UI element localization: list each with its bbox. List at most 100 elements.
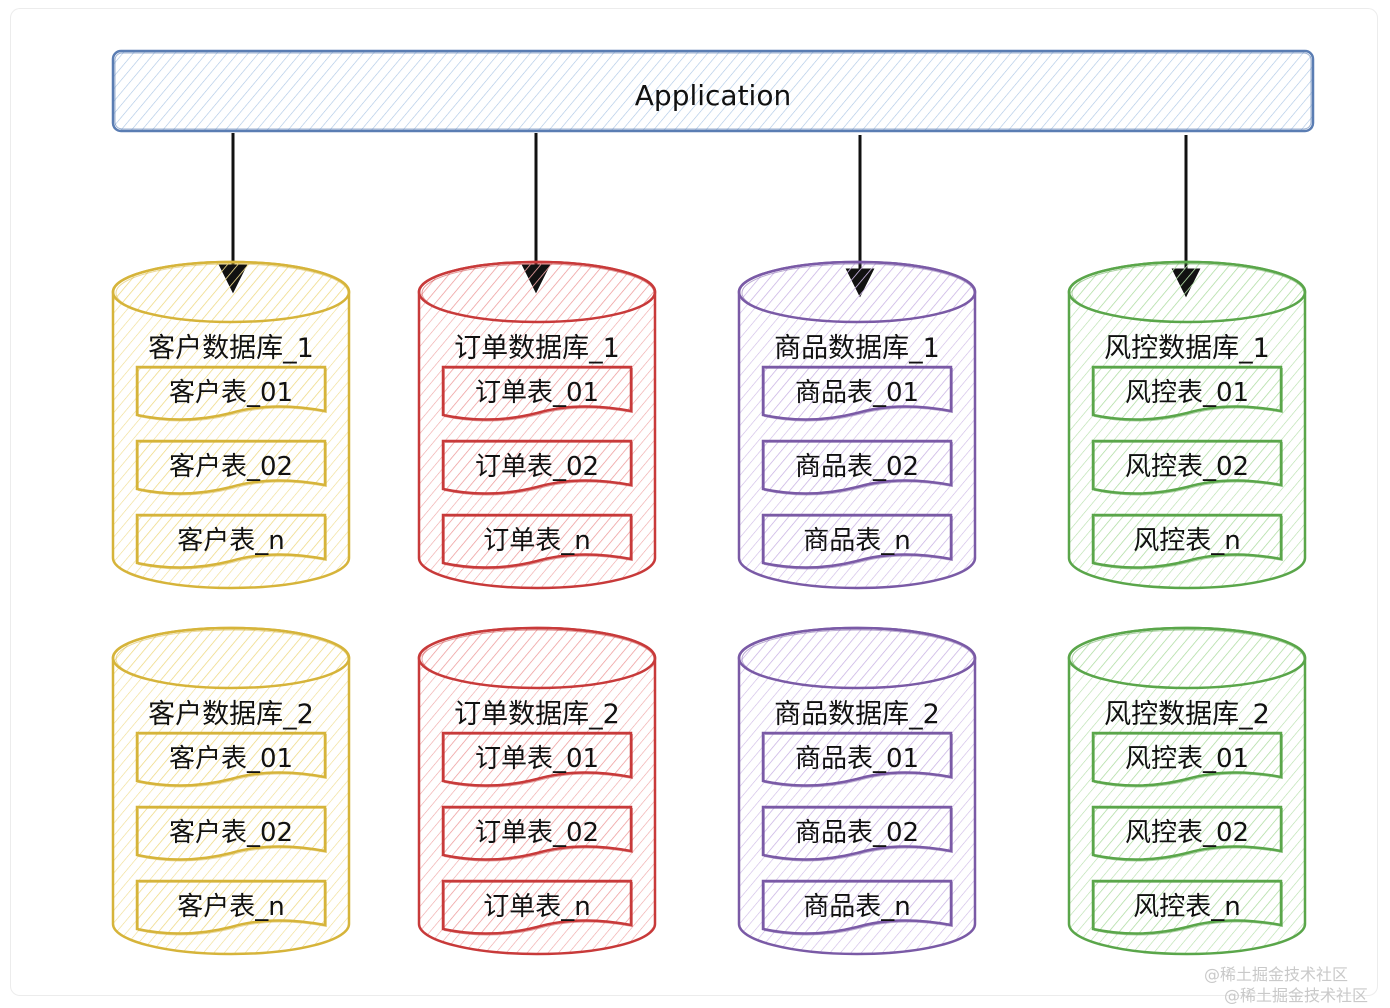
- cylinder-top-sketch: [115, 629, 349, 689]
- table-card: 商品表_02: [761, 439, 953, 496]
- table-shape-sketch: [138, 734, 327, 788]
- table-card: 订单表_01: [441, 731, 633, 788]
- table-shape-sketch: [138, 442, 327, 496]
- table-shape-sketch: [444, 734, 633, 788]
- table-shape: [761, 879, 953, 935]
- table-shape-sketch: [764, 442, 953, 496]
- database-title: 商品数据库_2: [774, 699, 940, 730]
- table-shape: [1091, 731, 1283, 787]
- table-card: 风控表_01: [1091, 365, 1283, 422]
- table-shape: [135, 513, 327, 569]
- table-card: 客户表_01: [135, 365, 327, 422]
- cylinder-top-sketch: [1071, 629, 1305, 689]
- table-shape: [1091, 805, 1283, 861]
- database-title: 风控数据库_1: [1104, 333, 1270, 364]
- table-shape-sketch: [138, 808, 327, 862]
- table-label: 商品表_02: [795, 452, 919, 482]
- arrows: [218, 133, 1201, 298]
- cylinder-top-sketch: [421, 263, 655, 323]
- table-shape-sketch: [1094, 442, 1283, 496]
- table-shape-sketch: [138, 516, 327, 570]
- table-card: 风控表_02: [1091, 439, 1283, 496]
- table-label: 客户表_02: [169, 452, 293, 482]
- table-shape: [761, 365, 953, 421]
- table-label: 客户表_01: [169, 744, 293, 774]
- table-label: 订单表_n: [483, 526, 590, 556]
- database-title: 订单数据库_1: [454, 333, 620, 364]
- cylinder-top-sketch: [741, 263, 975, 323]
- table-shape: [135, 805, 327, 861]
- table-shape-sketch: [138, 882, 327, 936]
- table-shape: [441, 805, 633, 861]
- table-card: 订单表_02: [441, 805, 633, 862]
- table-card: 风控表_02: [1091, 805, 1283, 862]
- table-shape: [1091, 439, 1283, 495]
- table-shape: [441, 439, 633, 495]
- table-card: 客户表_01: [135, 731, 327, 788]
- table-shape: [761, 805, 953, 861]
- table-label: 商品表_01: [795, 378, 919, 408]
- table-card: 订单表_01: [441, 365, 633, 422]
- table-card: 客户表_02: [135, 805, 327, 862]
- table-card: 客户表_n: [135, 879, 327, 936]
- table-card: 订单表_02: [441, 439, 633, 496]
- table-label: 订单表_01: [475, 744, 599, 774]
- table-card: 商品表_n: [761, 513, 953, 570]
- table-label: 商品表_n: [803, 526, 910, 556]
- table-shape-sketch: [444, 368, 633, 422]
- table-card: 商品表_n: [761, 879, 953, 936]
- table-shape-sketch: [764, 516, 953, 570]
- table-shape-sketch: [444, 882, 633, 936]
- table-label: 客户表_02: [169, 818, 293, 848]
- table-label: 商品表_01: [795, 744, 919, 774]
- cylinder-top-sketch: [421, 629, 655, 689]
- table-shape: [761, 731, 953, 787]
- table-label: 风控表_n: [1133, 892, 1240, 922]
- cylinder-top-sketch: [741, 629, 975, 689]
- database-title: 商品数据库_1: [774, 333, 940, 364]
- database-order-1: 订单数据库_1 订单表_01 订单表_02 订单表_n: [417, 260, 657, 590]
- table-label: 风控表_02: [1125, 818, 1249, 848]
- table-shape-sketch: [764, 368, 953, 422]
- table-shape-sketch: [444, 808, 633, 862]
- table-card: 风控表_01: [1091, 731, 1283, 788]
- table-label: 风控表_01: [1125, 378, 1249, 408]
- application-box: Application: [111, 49, 1315, 133]
- table-shape: [441, 731, 633, 787]
- table-shape: [135, 879, 327, 935]
- table-label: 客户表_n: [177, 526, 284, 556]
- database-title: 订单数据库_2: [454, 699, 620, 730]
- table-card: 风控表_n: [1091, 513, 1283, 570]
- table-shape: [441, 513, 633, 569]
- table-card: 商品表_01: [761, 731, 953, 788]
- table-shape-sketch: [764, 882, 953, 936]
- database-customer-2: 客户数据库_2 客户表_01 客户表_02 客户表_n: [111, 626, 351, 956]
- table-label: 客户表_n: [177, 892, 284, 922]
- table-card: 商品表_01: [761, 365, 953, 422]
- table-shape: [441, 879, 633, 935]
- table-shape-sketch: [138, 368, 327, 422]
- table-shape-sketch: [1094, 808, 1283, 862]
- table-shape-sketch: [444, 516, 633, 570]
- database-risk-1: 风控数据库_1 风控表_01 风控表_02 风控表_n: [1067, 260, 1307, 590]
- table-shape: [135, 365, 327, 421]
- table-card: 风控表_n: [1091, 879, 1283, 936]
- table-card: 客户表_n: [135, 513, 327, 570]
- database-title: 客户数据库_2: [148, 699, 314, 730]
- table-shape-sketch: [1094, 368, 1283, 422]
- table-shape: [1091, 513, 1283, 569]
- table-label: 客户表_01: [169, 378, 293, 408]
- table-shape: [135, 439, 327, 495]
- table-card: 商品表_02: [761, 805, 953, 862]
- table-label: 订单表_01: [475, 378, 599, 408]
- table-shape: [761, 439, 953, 495]
- table-shape: [761, 513, 953, 569]
- application-label: Application: [635, 79, 791, 112]
- table-shape-sketch: [444, 442, 633, 496]
- table-shape-sketch: [764, 734, 953, 788]
- table-shape-sketch: [1094, 882, 1283, 936]
- database-product-2: 商品数据库_2 商品表_01 商品表_02 商品表_n: [737, 626, 977, 956]
